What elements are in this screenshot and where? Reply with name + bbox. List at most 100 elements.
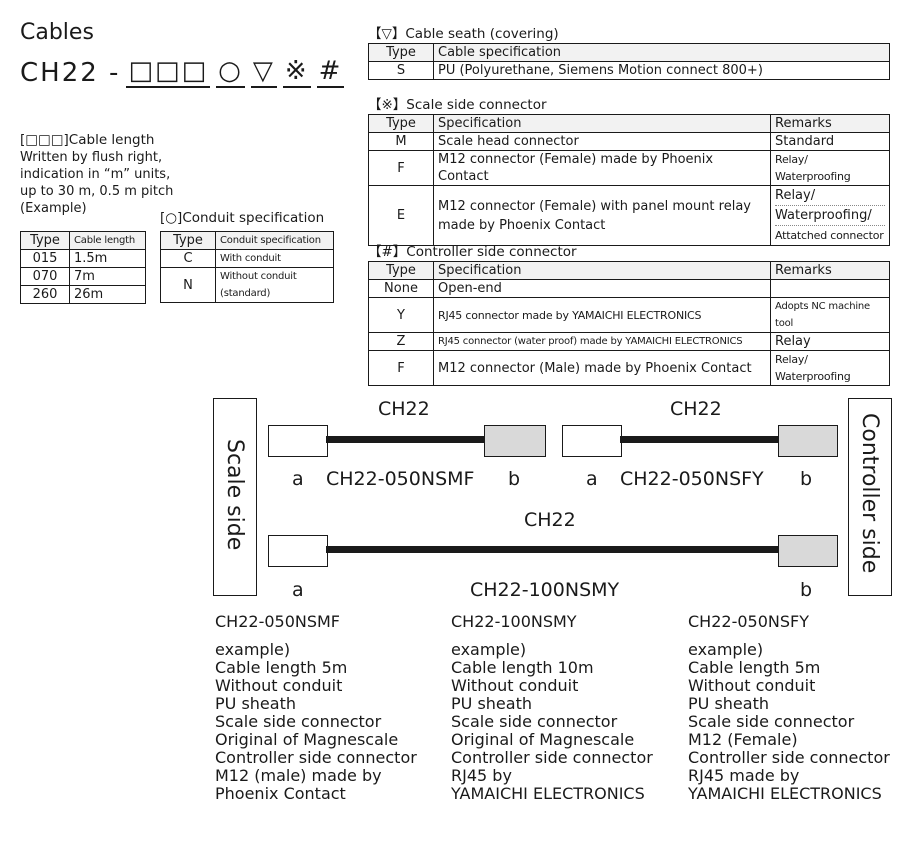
example-line: Without conduit	[688, 676, 816, 695]
cable1-connector-b	[484, 425, 546, 457]
example-line: YAMAICHI ELECTRONICS	[451, 784, 645, 803]
table-row: 260 26m	[20, 285, 146, 304]
cable3-connector-a	[268, 535, 328, 567]
controller-side-label: Controller side	[857, 413, 882, 574]
cable2-end-a: a	[586, 468, 598, 490]
scale-connector-heading: 【※】Scale side connector	[368, 97, 547, 113]
cable2-connector-b	[778, 425, 838, 457]
cable2-type-label: CH22	[670, 398, 722, 420]
table-row: Y RJ45 connector made by YAMAICHI ELECTR…	[368, 297, 890, 333]
controller-side-box: Controller side	[848, 398, 892, 596]
example-line: Controller side connector	[688, 748, 890, 767]
table-cell: 26m	[69, 285, 146, 304]
example-line: example)	[688, 640, 764, 659]
table-cell: PU (Polyurethane, Siemens Motion connect…	[433, 61, 890, 80]
example-line: example)	[451, 640, 527, 659]
table-cell	[770, 279, 890, 298]
conduit-heading: [○]Conduit specification	[160, 210, 325, 226]
example-line: RJ45 made by	[688, 766, 800, 785]
table-cell: Open-end	[433, 279, 771, 298]
code-prefix: CH22 -	[20, 58, 121, 88]
length-line: Written by flush right,	[20, 150, 163, 165]
table-cell: 070	[20, 267, 70, 286]
cable1-connector-a	[268, 425, 328, 457]
example-line: Without conduit	[451, 676, 579, 695]
code-slot-length: □□□	[126, 56, 211, 88]
length-line: up to 30 m, 0.5 m pitch	[20, 184, 174, 199]
table-cell: N	[160, 267, 216, 303]
cable3-type-label: CH22	[524, 509, 576, 531]
table-cell: Y	[368, 297, 434, 333]
example-column-3: CH22-050NSFY example) Cable length 5m Wi…	[688, 613, 890, 803]
page-title: Cables	[20, 20, 94, 45]
example-line: Phoenix Contact	[215, 784, 346, 803]
table-cell: M	[368, 132, 434, 151]
table-row: C With conduit	[160, 249, 334, 268]
table-row: Z RJ45 connector (water proof) made by Y…	[368, 332, 890, 351]
example-line: Controller side connector	[451, 748, 653, 767]
example-line: Original of Magnescale	[215, 730, 399, 749]
example-title: CH22-050NSFY	[688, 612, 809, 631]
cable1-name: CH22-050NSMF	[326, 468, 475, 490]
example-line: RJ45 by	[451, 766, 512, 785]
cable2-end-b: b	[800, 468, 813, 490]
table-cell: Adopts NC machine tool	[770, 297, 890, 333]
table-cell: M12 connector (Male) made by Phoenix Con…	[433, 350, 771, 386]
table-row: F M12 connector (Female) made by Phoenix…	[368, 150, 890, 186]
table-header: Remarks	[770, 261, 890, 280]
code-slot-controller-connector: #	[316, 56, 345, 88]
example-title: CH22-050NSMF	[215, 612, 341, 631]
remark-line: Relay/	[775, 186, 885, 206]
table-cell: With conduit	[215, 249, 334, 268]
table-cell: None	[368, 279, 434, 298]
table-header: Cable length	[69, 231, 146, 250]
table-header: Type	[160, 231, 216, 250]
example-line: PU sheath	[451, 694, 532, 713]
example-line: Cable length 5m	[688, 658, 821, 677]
cable2-name: CH22-050NSFY	[620, 468, 764, 490]
table-header: Type	[368, 43, 434, 62]
table-cell: C	[160, 249, 216, 268]
table-row: F M12 connector (Male) made by Phoenix C…	[368, 350, 890, 386]
cable1-line	[326, 436, 484, 443]
table-cell: 1.5m	[69, 249, 146, 268]
table-cell: Scale head connector	[433, 132, 771, 151]
example-line: Controller side connector	[215, 748, 417, 767]
table-cell: Standard	[770, 132, 890, 151]
example-column-1: CH22-050NSMF example) Cable length 5m Wi…	[215, 613, 417, 803]
cable1-end-a: a	[292, 468, 304, 490]
example-line: Scale side connector	[451, 712, 618, 731]
cable2-line	[620, 436, 778, 443]
table-row: M Scale head connector Standard	[368, 132, 890, 151]
example-line: Original of Magnescale	[451, 730, 635, 749]
table-cell: 260	[20, 285, 70, 304]
table-cell: Relay	[770, 332, 890, 351]
table-row: 070 7m	[20, 267, 146, 286]
scale-side-box: Scale side	[213, 398, 257, 596]
table-row: 015 1.5m	[20, 249, 146, 268]
table-row: N Without conduit (standard)	[160, 267, 334, 303]
scale-connector-table: Type Specification Remarks M Scale head …	[368, 114, 890, 246]
table-cell: M12 connector (Female) made by Phoenix C…	[433, 150, 771, 186]
cable3-end-b: b	[800, 579, 813, 601]
table-header: Type	[20, 231, 70, 250]
table-cell: RJ45 connector (water proof) made by YAM…	[433, 332, 771, 351]
table-cell: RJ45 connector made by YAMAICHI ELECTRON…	[433, 297, 771, 333]
length-note: [□□□]Cable length Written by flush right…	[20, 132, 173, 217]
example-line: Scale side connector	[215, 712, 382, 731]
example-line: M12 (male) made by	[215, 766, 382, 785]
seath-heading: 【▽】Cable seath (covering)	[368, 26, 559, 42]
conduit-table: Type Conduit specification C With condui…	[160, 231, 334, 303]
example-line: M12 (Female)	[688, 730, 798, 749]
code-slot-scale-connector: ※	[282, 56, 311, 88]
length-heading: [□□□]Cable length	[20, 132, 155, 148]
table-row: S PU (Polyurethane, Siemens Motion conne…	[368, 61, 890, 80]
table-header: Conduit specification	[215, 231, 334, 250]
table-header: Type	[368, 261, 434, 280]
example-line: Without conduit	[215, 676, 343, 695]
table-cell: Z	[368, 332, 434, 351]
code-slot-seath: ▽	[250, 56, 277, 88]
table-cell: E	[368, 185, 434, 246]
example-line: YAMAICHI ELECTRONICS	[688, 784, 882, 803]
table-cell: S	[368, 61, 434, 80]
